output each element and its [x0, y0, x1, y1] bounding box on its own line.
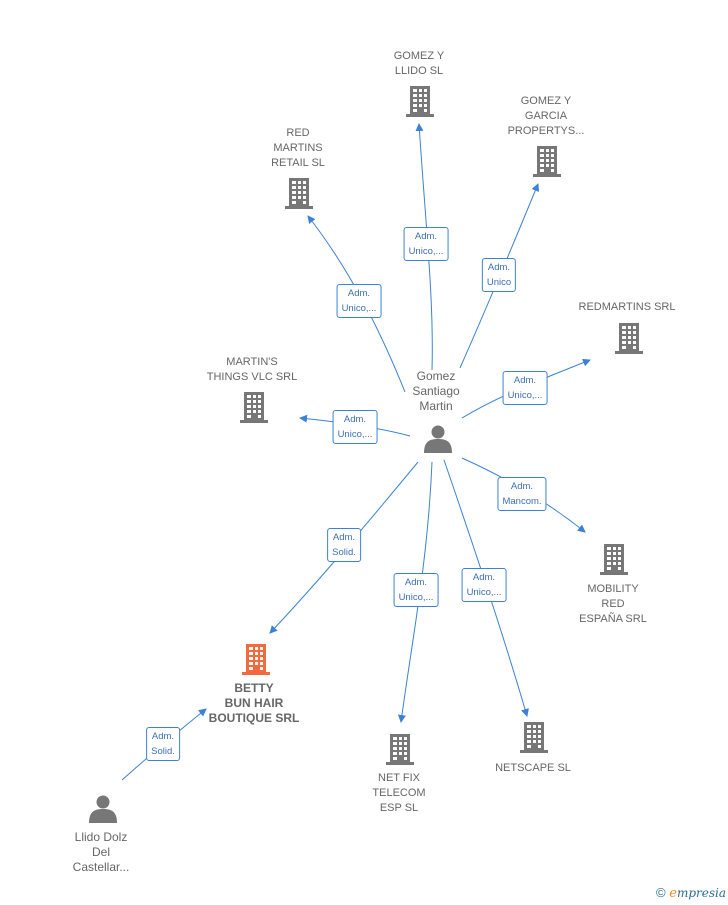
node-label-betty[interactable]: BETTY BUN HAIR BOUTIQUE SRL	[208, 681, 300, 725]
node-label-redmartins[interactable]: REDMARTINS SRL	[578, 301, 676, 313]
brand-logo-letter: e	[669, 886, 677, 901]
building-icon	[406, 86, 434, 117]
edge-label[interactable]: Adm.Unico,...	[332, 410, 378, 444]
edge-label[interactable]: Adm.Unico,...	[461, 568, 507, 602]
edge-label[interactable]: Adm.Unico,...	[393, 573, 439, 607]
node-label-martins-things[interactable]: MARTIN'S THINGS VLC SRL	[206, 356, 298, 383]
edge-label[interactable]: Adm.Mancom.	[497, 477, 547, 511]
person-icon	[89, 795, 117, 823]
edges	[121, 123, 591, 781]
building-icon	[285, 178, 313, 209]
node-label-mobility[interactable]: MOBILITY RED ESPAÑA SRL	[579, 583, 647, 625]
building-icon	[600, 544, 628, 575]
building-icon	[533, 146, 561, 177]
node-label-gomez-y-garcia[interactable]: GOMEZ Y GARCIA PROPERTYS...	[507, 95, 585, 137]
edge-label[interactable]: Adm.Unico,...	[403, 227, 449, 261]
edge-label[interactable]: Adm.Solid.	[327, 528, 361, 562]
copyright-icon: ©	[656, 885, 666, 900]
node-label-gomez-santiago[interactable]: Gomez Santiago Martin	[412, 369, 460, 413]
node-label-llido-dolz[interactable]: Llido Dolz Del Castellar...	[72, 830, 130, 874]
edge-label[interactable]: Adm.Unico,...	[336, 284, 382, 318]
node-label-gomez-y-lido[interactable]: GOMEZ Y LLIDO SL	[393, 50, 445, 77]
building-icon	[386, 734, 414, 765]
node-label-net-fix[interactable]: NET FIX TELECOM ESP SL	[372, 772, 426, 814]
building-icon-focus	[242, 644, 270, 675]
footer-brand: © empresia	[656, 885, 726, 901]
node-label-netscape[interactable]: NETSCAPE SL	[495, 762, 571, 774]
brand-logo-text: mpresia	[676, 886, 726, 900]
edge-label[interactable]: Adm.Unico	[481, 258, 517, 292]
building-icon	[240, 392, 268, 423]
edge-label[interactable]: Adm.Unico,...	[502, 371, 548, 405]
building-icon	[615, 323, 643, 354]
building-icon	[520, 722, 548, 753]
node-label-red-martins[interactable]: RED MARTINS RETAIL SL	[271, 127, 325, 169]
person-icon	[424, 425, 452, 453]
edge-label[interactable]: Adm.Solid.	[146, 727, 180, 761]
